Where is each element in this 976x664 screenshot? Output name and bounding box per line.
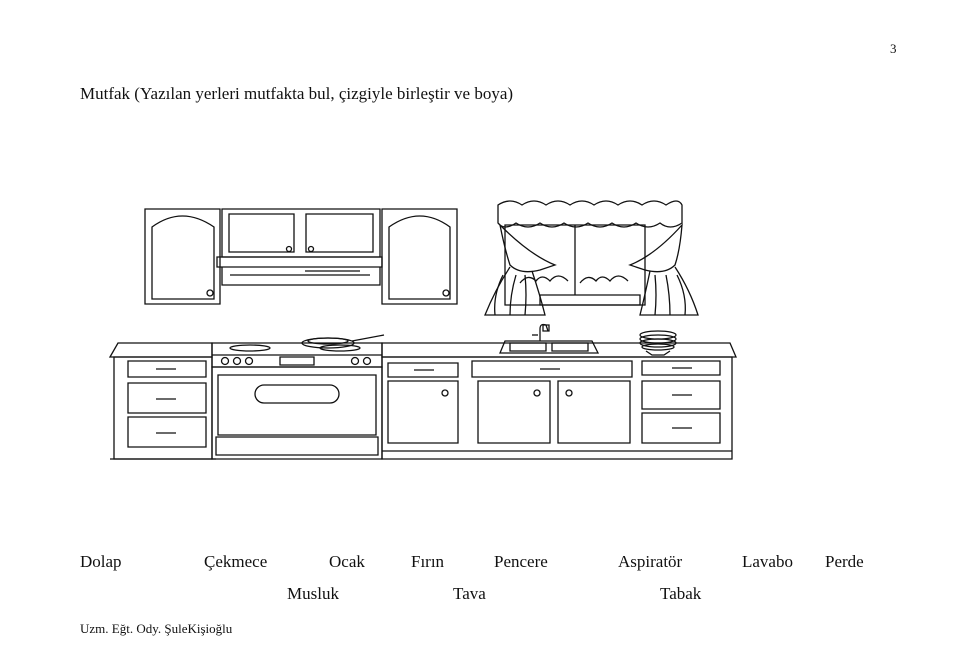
word-tabak: Tabak — [660, 584, 702, 603]
word-lavabo: Lavabo — [742, 552, 793, 571]
upper-cabinet-middle — [222, 209, 380, 257]
range-hood — [217, 257, 382, 285]
page-number: 3 — [890, 41, 897, 56]
curtain-left — [485, 225, 555, 315]
curtain-valance — [498, 201, 682, 227]
faucet — [532, 325, 549, 342]
author-credit: Uzm. Eğt. Ody. ŞuleKişioğlu — [80, 621, 233, 636]
upper-cabinet-left — [145, 209, 220, 304]
word-ocak: Ocak — [329, 552, 365, 571]
upper-cabinet-right — [382, 209, 457, 304]
word-perde: Perde — [825, 552, 864, 571]
right-base-cabinet — [382, 357, 732, 459]
word-aspirator: Aspiratör — [618, 552, 683, 571]
sink — [500, 341, 598, 353]
word-cekmece: Çekmece — [204, 552, 268, 571]
oven — [212, 367, 382, 459]
kitchen-illustration — [100, 195, 740, 465]
word-tava: Tava — [453, 584, 486, 603]
left-drawer-cabinet — [110, 357, 216, 459]
plates-stack — [640, 331, 676, 355]
word-pencere: Pencere — [494, 552, 548, 571]
window — [505, 225, 645, 305]
word-dolap: Dolap — [80, 552, 122, 571]
frying-pan — [302, 335, 384, 348]
word-musluk: Musluk — [287, 584, 339, 603]
worksheet-title: Mutfak (Yazılan yerleri mutfakta bul, çi… — [80, 84, 514, 103]
stove — [212, 343, 382, 367]
word-firin: Fırın — [411, 552, 445, 571]
curtain-right — [630, 225, 698, 315]
